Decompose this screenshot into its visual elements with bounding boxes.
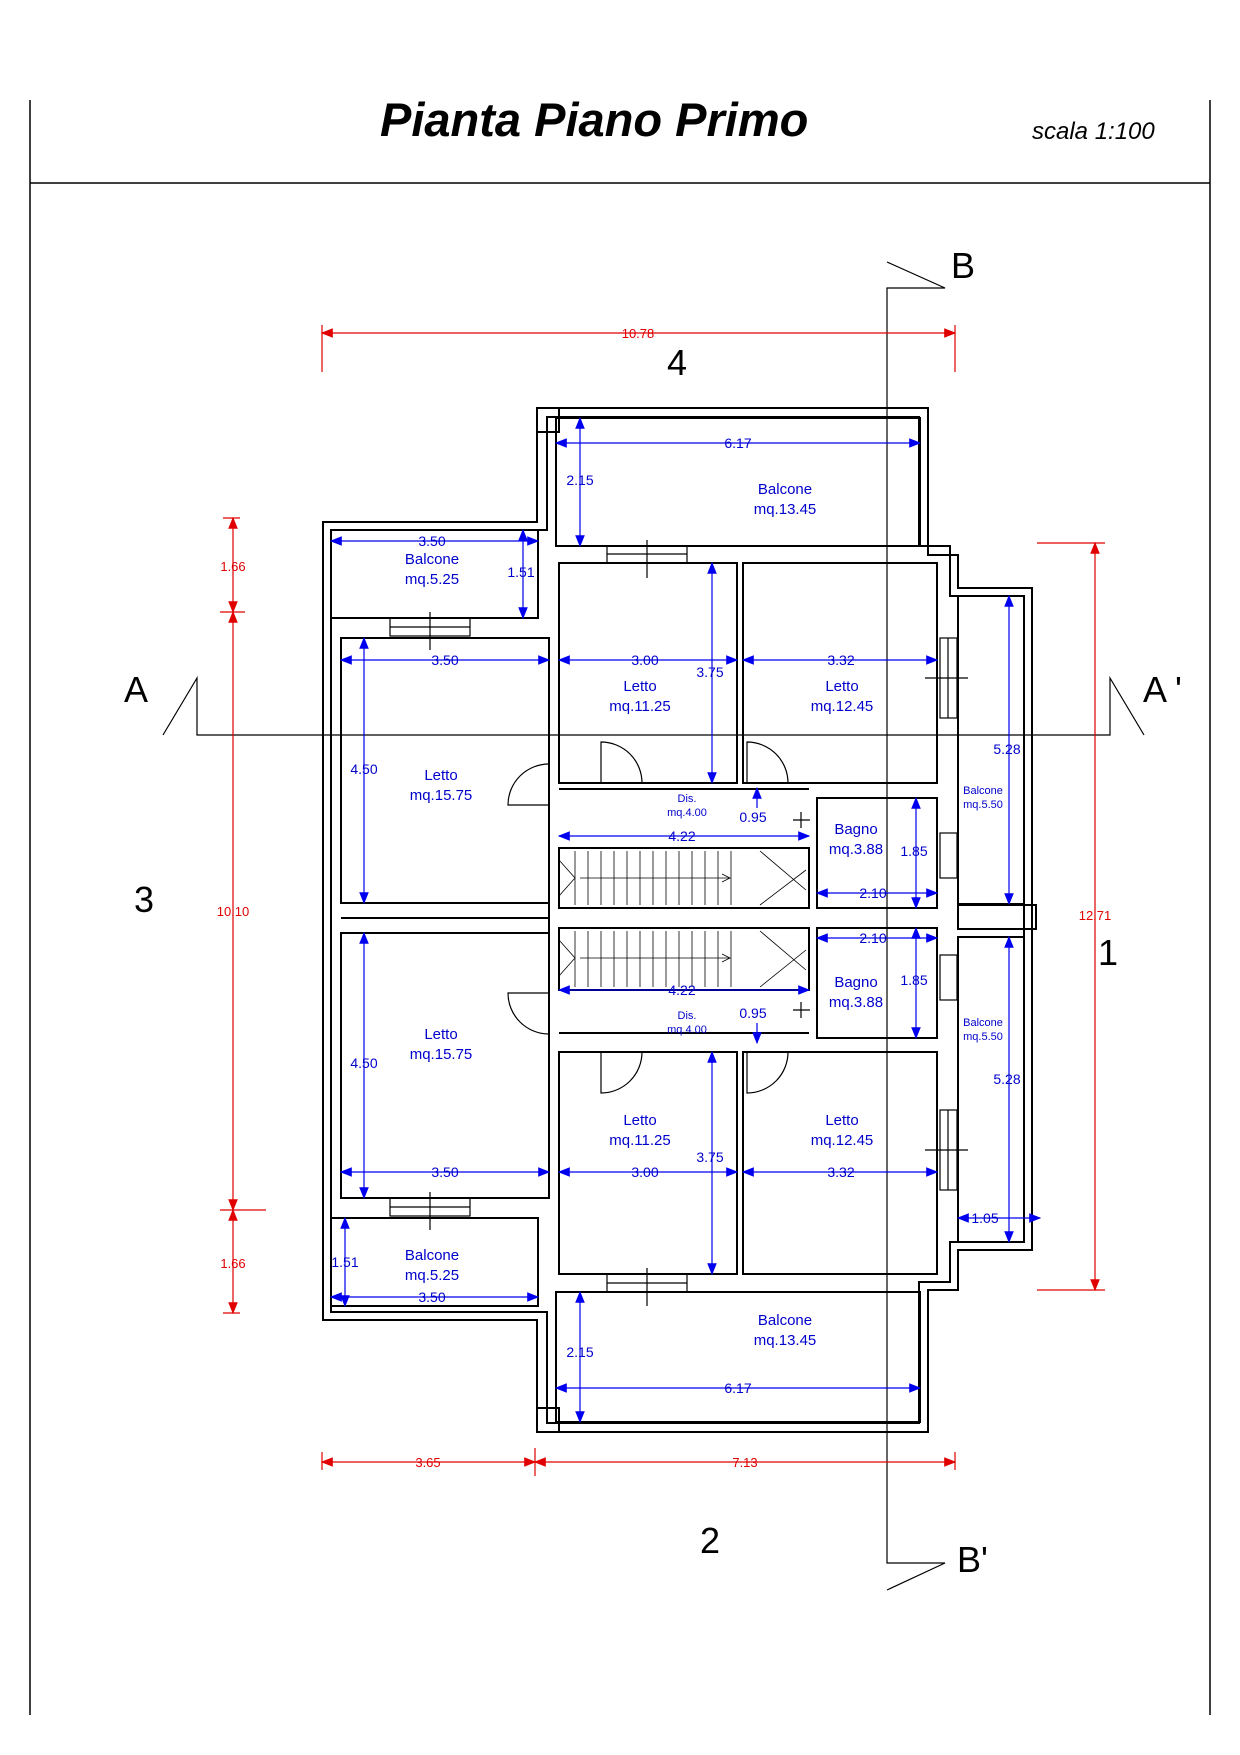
room-letto-sc-area: mq.11.25 (609, 1132, 670, 1149)
dim-bagno-s-h: 1.85 (900, 972, 927, 988)
room-dis-n-area: mq.4.00 (667, 807, 707, 819)
dim-bsw-h: 1.51 (331, 1254, 358, 1270)
dim-lnc-w: 3.00 (631, 652, 658, 668)
orientation-east: 1 (1098, 932, 1118, 973)
room-balcone-nw-label: Balcone (405, 551, 459, 568)
room-letto-nw-label: Letto (424, 767, 457, 784)
section-a-left: A (124, 669, 148, 710)
room-dis-s-area: mq.4.00 (667, 1024, 707, 1036)
dim-left-top: 1.66 (220, 559, 245, 574)
dim-lsc-w: 3.00 (631, 1164, 658, 1180)
dim-bagno-s-w: 2.10 (859, 930, 886, 946)
scale-label: scala 1:100 (1032, 118, 1155, 145)
dim-left-mid: 10.10 (217, 904, 250, 919)
dim-bagno-n-h: 1.85 (900, 843, 927, 859)
dim-dis-s-h: 0.95 (739, 1005, 766, 1021)
overall-dimension-lines (220, 325, 1105, 1476)
dim-lsc-h: 3.75 (696, 1149, 723, 1165)
section-a-right: A ' (1143, 669, 1182, 710)
room-bagno-n-label: Bagno (834, 821, 877, 838)
dim-be-h2: 5.28 (993, 1071, 1020, 1087)
room-letto-se-label: Letto (825, 1112, 858, 1129)
dim-bagno-n-w: 2.10 (859, 885, 886, 901)
dim-bn-w: 6.17 (724, 435, 751, 451)
dim-lnw-h: 4.50 (350, 761, 377, 777)
stairs (558, 850, 807, 988)
section-lines (162, 261, 1145, 1591)
dim-lsw-h: 4.50 (350, 1055, 377, 1071)
dim-be-h1: 5.28 (993, 741, 1020, 757)
dim-left-bottom: 1.66 (220, 1256, 245, 1271)
room-letto-sw-label: Letto (424, 1026, 457, 1043)
room-letto-nc-label: Letto (623, 678, 656, 695)
room-letto-nw-area: mq.15.75 (410, 787, 473, 804)
room-balcone-s-label: Balcone (758, 1312, 812, 1329)
dim-bs-w: 6.17 (724, 1380, 751, 1396)
dim-lne-w: 3.32 (827, 652, 854, 668)
dim-lnc-h: 3.75 (696, 664, 723, 680)
room-balcone-nw-area: mq.5.25 (405, 571, 459, 588)
room-dis-n-label: Dis. (678, 793, 697, 805)
room-letto-se-area: mq.12.45 (811, 1132, 874, 1149)
page-title: Pianta Piano Primo (380, 93, 809, 146)
orientation-west: 3 (134, 879, 154, 920)
room-balcone-en-area: mq.5.50 (963, 799, 1003, 811)
dim-dis-s-w: 4.22 (668, 982, 695, 998)
room-balcone-es-area: mq.5.50 (963, 1031, 1003, 1043)
dim-bnw-w: 3.50 (418, 533, 445, 549)
room-bagno-s-area: mq.3.88 (829, 994, 883, 1011)
dim-lsw-w: 3.50 (431, 1164, 458, 1180)
dim-lse-w: 3.32 (827, 1164, 854, 1180)
room-letto-sc-label: Letto (623, 1112, 656, 1129)
room-bagno-n-area: mq.3.88 (829, 841, 883, 858)
windows (389, 540, 968, 1306)
dim-bnw-h: 1.51 (507, 564, 534, 580)
room-letto-nc-area: mq.11.25 (609, 698, 670, 715)
room-balcone-sw-label: Balcone (405, 1247, 459, 1264)
dim-right-total: 12.71 (1079, 908, 1112, 923)
room-balcone-sw-area: mq.5.25 (405, 1267, 459, 1284)
doors (507, 741, 810, 1094)
section-b-top: B (951, 245, 975, 286)
room-balcone-en-label: Balcone (963, 785, 1003, 797)
room-letto-ne-label: Letto (825, 678, 858, 695)
room-balcone-n-area: mq.13.45 (754, 501, 817, 518)
room-balcone-s-area: mq.13.45 (754, 1332, 817, 1349)
dim-bottom-right: 7.13 (732, 1455, 757, 1470)
room-balcone-n-label: Balcone (758, 481, 812, 498)
dim-be-w: 1.05 (971, 1210, 998, 1226)
room-letto-ne-area: mq.12.45 (811, 698, 874, 715)
orientation-north: 4 (667, 342, 687, 383)
dim-dis-n-w: 4.22 (668, 828, 695, 844)
sheet-frame (29, 100, 1211, 1715)
room-bagno-s-label: Bagno (834, 974, 877, 991)
dim-bsw-w: 3.50 (418, 1289, 445, 1305)
room-balcone-es-label: Balcone (963, 1017, 1003, 1029)
orientation-south: 2 (700, 1520, 720, 1561)
room-letto-sw-area: mq.15.75 (410, 1046, 473, 1063)
dim-bottom-left: 3.65 (415, 1455, 440, 1470)
dim-bn-h: 2.15 (566, 472, 593, 488)
dim-dis-n-h: 0.95 (739, 809, 766, 825)
section-b-bottom: B' (957, 1539, 988, 1580)
dim-bs-h: 2.15 (566, 1344, 593, 1360)
room-dis-s-label: Dis. (678, 1010, 697, 1022)
room-dimension-lines (329, 416, 1042, 1424)
dim-top-width: 10.78 (622, 326, 655, 341)
dim-lnw-w: 3.50 (431, 652, 458, 668)
